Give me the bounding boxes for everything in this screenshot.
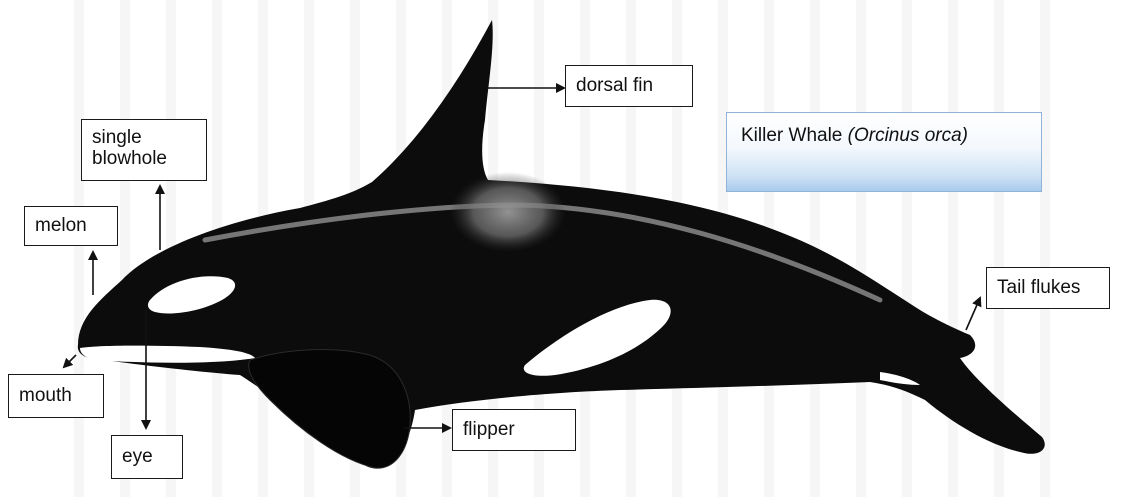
label-dorsal-fin-text: dorsal fin: [576, 75, 653, 96]
label-mouth: mouth: [8, 374, 104, 418]
label-single-blowhole-line2: blowhole: [92, 148, 196, 169]
label-single-blowhole-line1: single: [92, 127, 196, 148]
label-melon: melon: [24, 206, 118, 246]
label-tail-flukes: Tail flukes: [986, 267, 1110, 309]
label-flipper-text: flipper: [463, 419, 515, 440]
title-common-name: Killer Whale: [741, 125, 842, 146]
label-eye-text: eye: [122, 446, 153, 467]
label-eye: eye: [111, 435, 183, 479]
label-single-blowhole: single blowhole: [81, 119, 207, 181]
label-flipper: flipper: [452, 409, 576, 451]
diagram-title-box: Killer Whale (Orcinus orca): [726, 112, 1042, 192]
saddle-patch: [450, 172, 566, 252]
label-dorsal-fin: dorsal fin: [565, 65, 693, 107]
title-scientific-name: (Orcinus orca): [848, 125, 968, 146]
label-melon-text: melon: [35, 215, 87, 236]
label-tail-flukes-text: Tail flukes: [997, 277, 1080, 298]
label-mouth-text: mouth: [19, 385, 72, 406]
